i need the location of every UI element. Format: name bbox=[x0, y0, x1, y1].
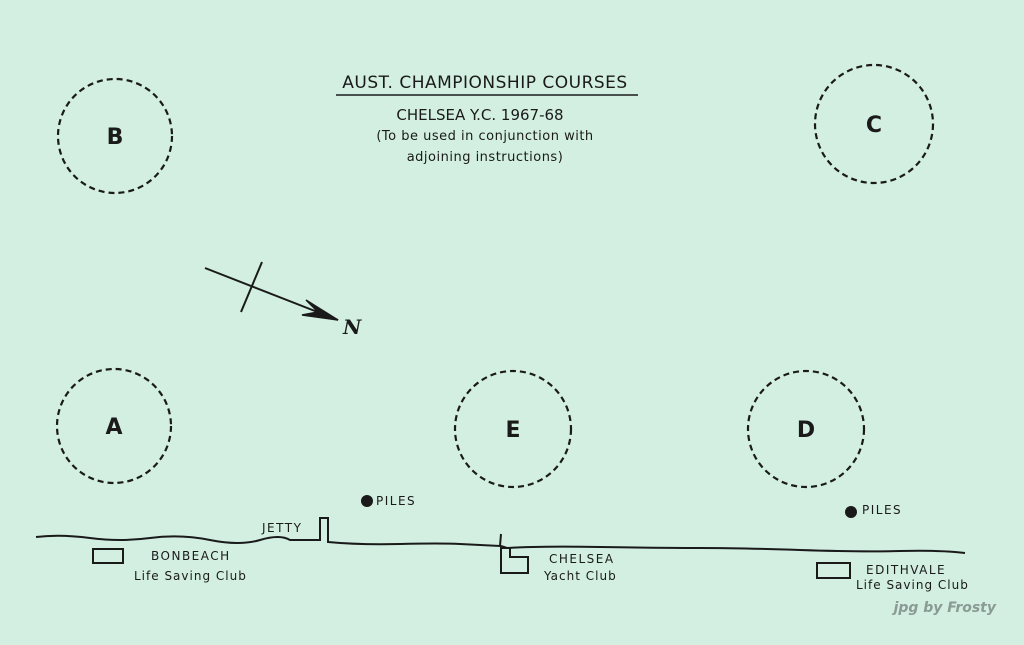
mark-d: D bbox=[746, 369, 866, 489]
svg-text:Yacht Club: Yacht Club bbox=[543, 569, 617, 583]
edithvale-club: EDITHVALE Life Saving Club bbox=[816, 562, 969, 592]
svg-text:E: E bbox=[505, 418, 520, 443]
svg-text:PILES: PILES bbox=[862, 503, 902, 517]
mark-c: C bbox=[813, 63, 935, 185]
piles-marker-2: PILES bbox=[845, 503, 902, 518]
piles-marker-1: PILES bbox=[361, 494, 416, 508]
mark-a: A bbox=[55, 367, 173, 485]
jetty-label: JETTY bbox=[261, 521, 302, 535]
note-line-2: adjoining instructions) bbox=[407, 150, 564, 165]
svg-text:C: C bbox=[866, 113, 882, 138]
svg-text:Life Saving Club: Life Saving Club bbox=[134, 569, 247, 583]
svg-text:PILES: PILES bbox=[376, 494, 416, 508]
svg-text:Life Saving Club: Life Saving Club bbox=[856, 578, 969, 592]
mark-b: B bbox=[56, 77, 174, 195]
shoreline bbox=[35, 517, 966, 554]
svg-text:BONBEACH: BONBEACH bbox=[151, 549, 231, 563]
map-title: AUST. CHAMPIONSHIP COURSES bbox=[342, 73, 627, 93]
bonbeach-club: BONBEACH Life Saving Club bbox=[92, 548, 247, 583]
svg-text:N: N bbox=[342, 315, 362, 339]
north-arrow-icon: N bbox=[204, 261, 362, 339]
svg-text:D: D bbox=[797, 418, 815, 443]
mark-e: E bbox=[453, 369, 573, 489]
svg-text:CHELSEA: CHELSEA bbox=[549, 552, 615, 566]
watermark: jpg by Frosty bbox=[892, 600, 997, 616]
svg-text:A: A bbox=[105, 415, 122, 440]
map-subtitle: CHELSEA Y.C. 1967-68 bbox=[396, 106, 563, 124]
svg-text:EDITHVALE: EDITHVALE bbox=[866, 563, 946, 577]
svg-text:B: B bbox=[107, 125, 124, 150]
chelsea-yacht-club: CHELSEA Yacht Club bbox=[500, 547, 617, 583]
note-line-1: (To be used in conjunction with bbox=[376, 129, 593, 144]
